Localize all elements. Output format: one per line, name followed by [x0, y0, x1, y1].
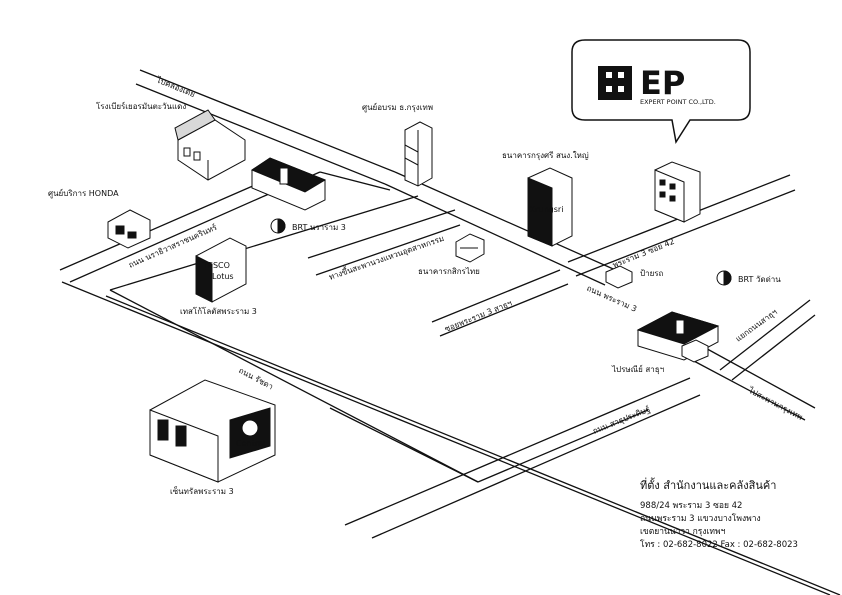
tesco-sign-2: Lotus [212, 272, 234, 281]
building-bus-stop [605, 265, 633, 289]
contact-phone: โทร : 02-682-8022 Fax : 02-682-8023 [640, 540, 798, 550]
address-block: ที่ตั้ง สำนักงานและคลังสินค้า 988/24 พระ… [640, 476, 840, 552]
road-network [59, 69, 841, 595]
building-krungsri [527, 167, 573, 247]
brt-wat-dan-marker [716, 270, 732, 286]
tesco-sign-1: TESCO [202, 261, 230, 270]
krungsri-sign: Krungsri [530, 205, 563, 214]
address-title: ที่ตั้ง สำนักงานและคลังสินค้า [640, 479, 777, 492]
ep-logo-mark [598, 66, 632, 100]
logo-company-name: EXPERT POINT CO.,LTD. [640, 98, 716, 106]
label-kasikorn: ธนาคารกสิกรไทย [418, 267, 480, 276]
logo-letters: EP [640, 64, 685, 102]
central-sign: Central [236, 439, 265, 448]
building-brt-nararam3-station [250, 157, 327, 211]
label-brt-wat-dan: BRT วัดด่าน [738, 275, 781, 284]
road-label-khlong-toei: ไปคลองเตย [154, 75, 196, 99]
label-post-office: ไปรษณีย์ สาธุฯ [611, 364, 664, 374]
label-honda: ศูนย์บริการ HONDA [48, 188, 119, 199]
brt-nararam3-marker [270, 218, 286, 234]
label-central: เซ็นทรัลพระราม 3 [170, 486, 234, 496]
logo-bubble [571, 39, 751, 145]
building-honda [107, 209, 151, 249]
building-ep-office [654, 161, 701, 223]
road-label-rama3: ถนน พระราม 3 [585, 284, 638, 314]
label-krungsri: ธนาคารกรุงศรี สนง.ใหญ่ [502, 151, 589, 160]
label-brt-nararam3: BRT นราราม 3 [292, 223, 346, 232]
address-line-2: ถนนพระราม 3 แขวงบางโพงพาง [640, 514, 761, 524]
building-tesco [195, 237, 247, 303]
road-label-ratchada: ถนน รัชดา [237, 366, 275, 392]
building-central [149, 379, 276, 483]
label-tesco: เทสโก้โลตัสพระราม 3 [180, 306, 257, 316]
building-post-office [681, 339, 709, 363]
building-kasikorn [455, 233, 485, 263]
road-label-krungthep-bridge: ไปสะพานกรุงเทพ [746, 385, 804, 422]
label-bus-stop: ป้ายรถ [640, 269, 664, 278]
building-rongbia [174, 109, 246, 181]
label-rongbia: โรงเบียร์เยอรมันตะวันแดง [96, 101, 186, 111]
label-training-center: ศูนย์อบรม ธ.กรุงเทพ [362, 102, 433, 113]
road-label-rama3-soi: ซอยพระราม 3 สาธุฯ [443, 299, 513, 334]
address-line-3: เขตยานนาวา กรุงเทพฯ [640, 527, 726, 537]
road-label-junction: แยกถนนสาธุฯ [734, 307, 779, 343]
address-line-1: 988/24 พระราม 3 ซอย 42 [640, 501, 743, 511]
building-training-center [404, 121, 433, 187]
